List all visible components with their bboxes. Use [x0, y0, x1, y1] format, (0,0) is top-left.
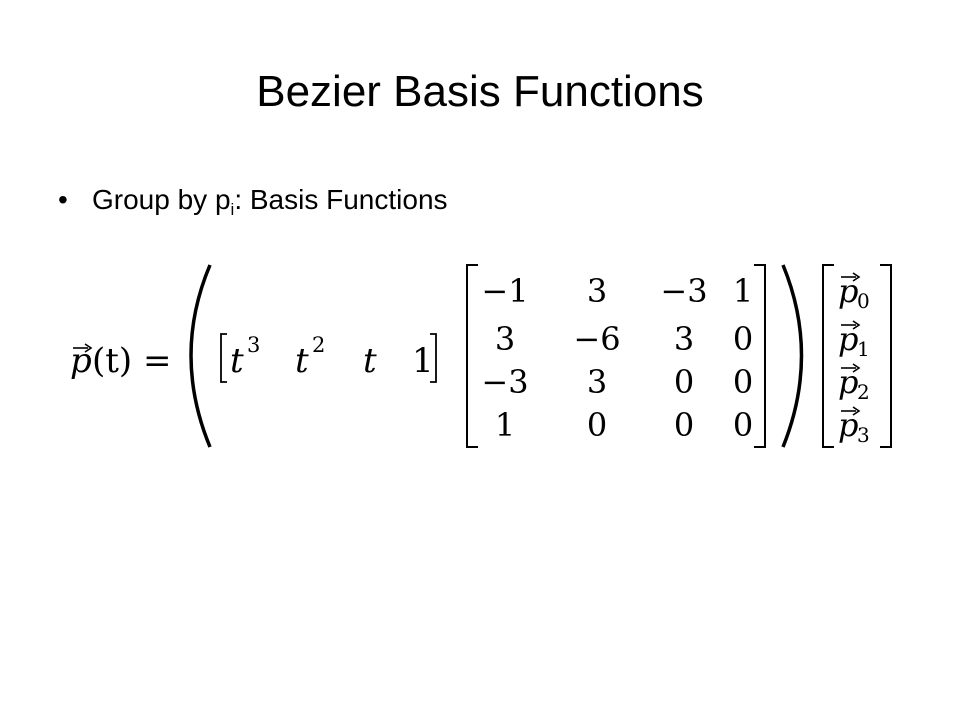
matrix-cell-r0-c2: −3	[660, 272, 707, 310]
matrix-left-bracket	[466, 264, 478, 448]
matrix-cell-r3-c2: 0	[674, 406, 694, 444]
matrix-cell-r1-c2: 3	[674, 320, 694, 358]
control-point-sub-2: 2	[857, 380, 870, 404]
big-left-paren	[189, 264, 212, 448]
bullet-suffix: : Basis Functions	[234, 184, 448, 215]
row-entry-2: t	[363, 341, 377, 381]
matrix-cell-r1-c3: 0	[733, 320, 753, 358]
matrix-cell-r2-c0: −3	[481, 363, 528, 401]
points-right-bracket	[880, 264, 892, 448]
bullet-prefix: Group by p	[92, 184, 231, 215]
vector-arrowhead-icon	[852, 272, 861, 282]
row-right-bracket	[430, 333, 437, 383]
control-point-sub-1: 1	[857, 337, 870, 361]
matrix-cell-r1-c1: −6	[573, 320, 620, 358]
big-right-paren	[781, 264, 804, 448]
lhs-func: p	[70, 341, 92, 381]
matrix-cell-r3-c3: 0	[733, 406, 753, 444]
row-entry-3: 1	[412, 341, 434, 381]
vector-arrowhead-icon	[852, 406, 861, 416]
matrix-right-bracket	[754, 264, 766, 448]
matrix-cell-r0-c0: −1	[481, 272, 528, 310]
matrix-cell-r2-c1: 3	[587, 363, 607, 401]
points-left-bracket	[822, 264, 834, 448]
matrix-cell-r2-c3: 0	[733, 363, 753, 401]
bullet-text: Group by pi: Basis Functions	[92, 184, 448, 219]
vector-arrowhead-icon	[852, 320, 861, 330]
matrix-cell-r0-c1: 3	[587, 272, 607, 310]
matrix-cell-r0-c3: 1	[733, 272, 753, 310]
row-vector	[220, 333, 437, 383]
control-points	[822, 264, 892, 448]
vector-arrowhead-icon	[852, 363, 861, 373]
bullet-dot-icon: •	[58, 184, 68, 215]
row-left-bracket	[220, 333, 227, 383]
lhs: p (t) =	[70, 341, 172, 381]
matrix-cell-r2-c2: 0	[674, 363, 694, 401]
vector-arrowhead-icon	[84, 343, 93, 353]
row-entry-exp-1: 2	[312, 333, 325, 357]
row-entry-1: t	[295, 341, 309, 381]
matrix-cell-r1-c0: 3	[495, 320, 515, 358]
bullet-item: • Group by pi: Basis Functions	[58, 180, 448, 230]
control-point-sub-3: 3	[857, 423, 870, 447]
matrix-cell-r3-c0: 1	[495, 406, 515, 444]
matrix-cell-r3-c1: 0	[587, 406, 607, 444]
bullet-subscript: i	[230, 200, 235, 219]
row-entry-exp-0: 3	[247, 333, 260, 357]
row-entry-0: t	[230, 341, 244, 381]
lhs-arg: (t) =	[92, 341, 172, 381]
slide-title: Bezier Basis Functions	[256, 67, 704, 116]
basis-matrix	[466, 264, 766, 448]
control-point-sub-0: 0	[857, 289, 870, 313]
